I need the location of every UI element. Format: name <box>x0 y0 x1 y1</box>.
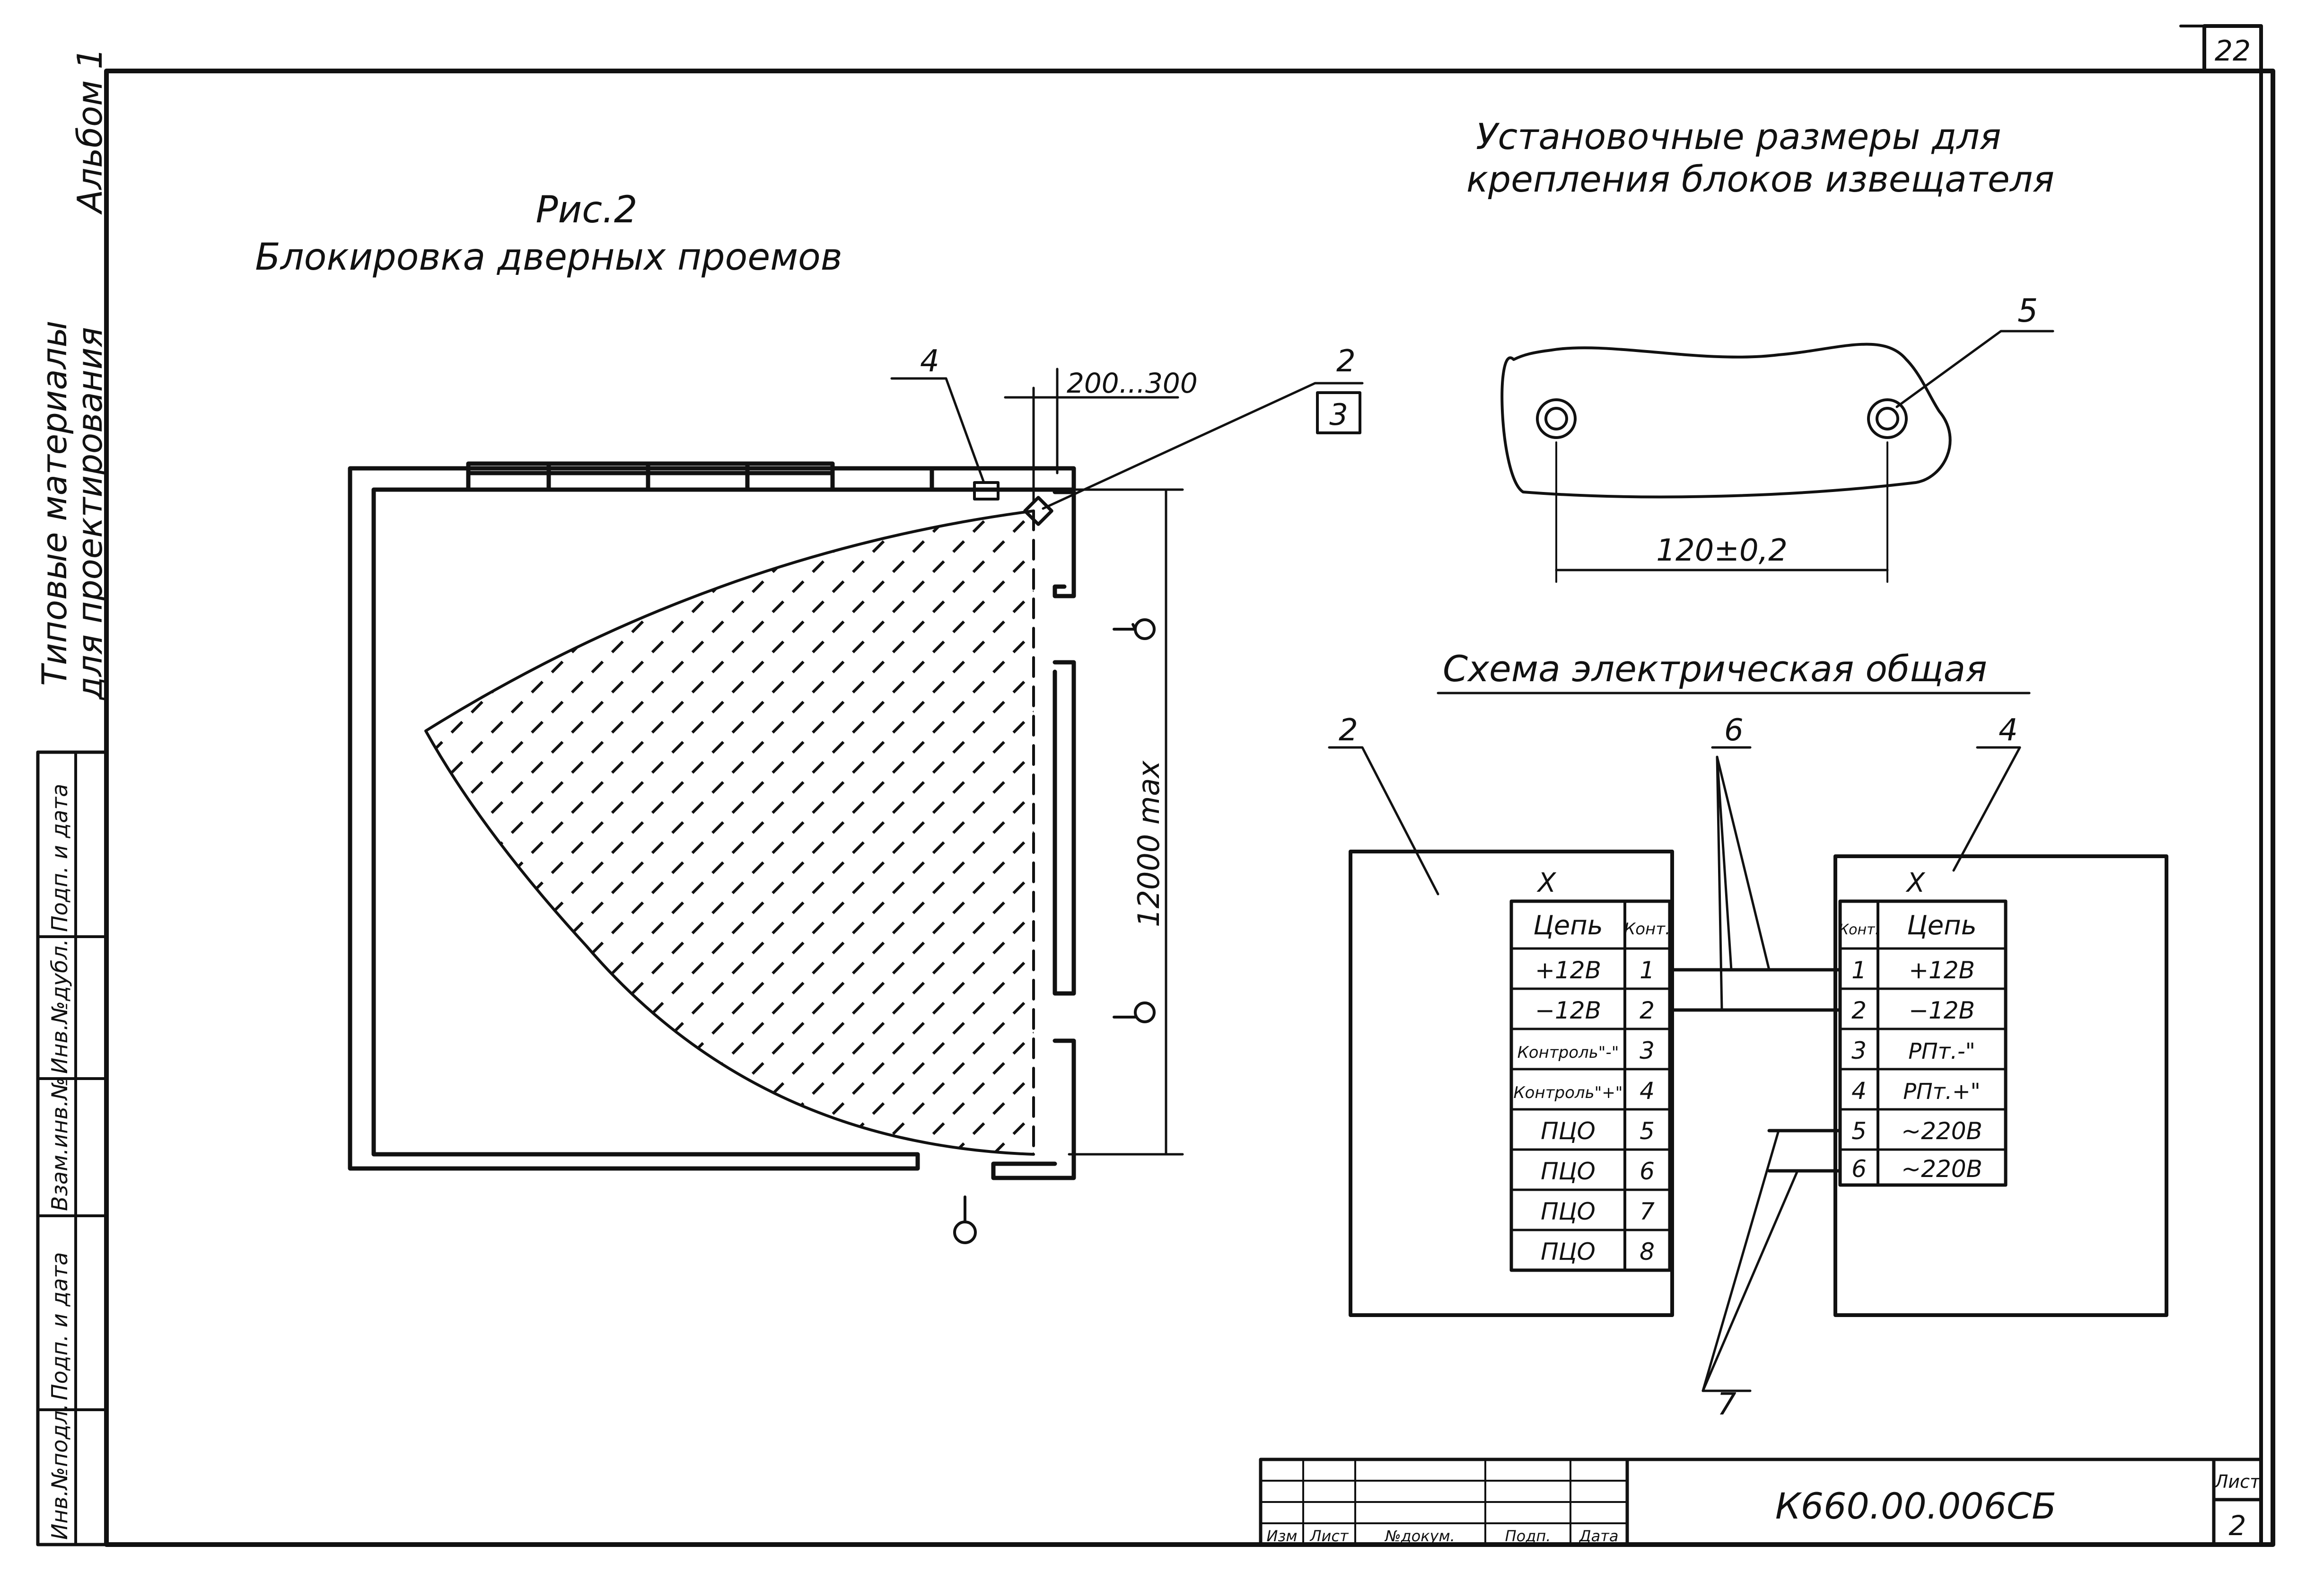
left-row-6-contact: 6 <box>1640 1158 1655 1185</box>
block-2-outline <box>1349 850 1674 1317</box>
mount-hole-left <box>1536 398 1577 583</box>
stamp-label-podp-data-2: Подп. и дата <box>47 784 72 932</box>
left-header-chain: Цепь <box>1533 910 1603 941</box>
callout-7-leaders <box>1701 1129 1799 1392</box>
detection-zone <box>426 511 1034 1154</box>
left-row-4-chain: Контроль"+" <box>1514 1083 1623 1102</box>
right-connector-x: X <box>1905 868 1926 898</box>
callout-6-label: 6 <box>1724 713 1744 748</box>
tb-col-podp: Подп. <box>1505 1527 1551 1545</box>
callout-3-label: 3 <box>1329 397 1348 432</box>
left-row-4-contact: 4 <box>1640 1077 1655 1105</box>
left-row-8-chain: ПЦО <box>1541 1238 1596 1265</box>
right-row-6-contact: 6 <box>1851 1155 1867 1183</box>
document-code: К660.00.006СБ <box>1775 1485 2056 1527</box>
door-contact-1 <box>1113 618 1156 640</box>
side-caption-line2: для проектирования <box>70 327 110 701</box>
left-row-2-chain: −12В <box>1535 997 1601 1024</box>
left-connector-table <box>1509 899 1672 1272</box>
left-row-3-chain: Контроль"-" <box>1517 1043 1619 1062</box>
fig2-title: Блокировка дверных проемов <box>255 236 842 279</box>
right-row-5-chain: ~220В <box>1901 1117 1982 1145</box>
wires-6 <box>1668 968 1842 1012</box>
left-row-5-chain: ПЦО <box>1541 1117 1596 1145</box>
callout-2b-label: 2 <box>1339 713 1358 748</box>
left-row-2-contact: 2 <box>1640 997 1655 1024</box>
right-row-3-contact: 3 <box>1851 1037 1867 1064</box>
album-caption: Альбом 1 <box>70 48 110 215</box>
callout-3-box <box>1316 391 1361 434</box>
sensor-2-symbol <box>1023 496 1053 526</box>
margin-stamp <box>36 750 108 1546</box>
callout-2b-leader <box>1328 746 1439 896</box>
tb-col-izm: Изм <box>1266 1527 1297 1545</box>
dim-offset <box>1004 368 1179 503</box>
right-row-5-contact: 5 <box>1851 1117 1867 1145</box>
callout-7-label: 7 <box>1717 1387 1736 1422</box>
dim-range-label: 12000 max <box>1131 760 1166 927</box>
mount-dim-label: 120±0,2 <box>1656 533 1788 568</box>
right-row-4-contact: 4 <box>1851 1077 1867 1105</box>
right-row-4-chain: РПт.+" <box>1903 1079 1980 1104</box>
left-row-1-chain: +12В <box>1535 957 1601 984</box>
callout-6-leaders <box>1711 746 1771 1011</box>
mount-title-line2: крепления блоков извещателя <box>1466 158 2054 200</box>
stamp-label-podp-data-1: Подп. и дата <box>47 1252 72 1400</box>
left-row-1-contact: 1 <box>1640 957 1655 984</box>
callout-4-label: 4 <box>920 344 939 379</box>
mount-hole-right <box>1867 398 1908 583</box>
right-row-2-contact: 2 <box>1851 997 1867 1024</box>
dim-offset-label: 200...300 <box>1067 367 1198 399</box>
sheet-number: 2 <box>2229 1510 2246 1542</box>
callout-2-label: 2 <box>1336 344 1356 379</box>
right-header-chain: Цепь <box>1907 910 1977 941</box>
left-row-5-contact: 5 <box>1640 1117 1655 1145</box>
callout-4b-label: 4 <box>1999 713 2018 748</box>
right-row-6-chain: ~220В <box>1901 1155 1982 1183</box>
callout-5-leader <box>1895 330 2054 408</box>
door-contact-3 <box>953 1195 977 1244</box>
block-4-outline <box>1833 854 2168 1317</box>
right-connector-table <box>1838 899 2008 1187</box>
dim-range <box>1068 488 1184 1156</box>
side-caption-line1: Типовые материалы <box>35 320 74 686</box>
left-row-3-contact: 3 <box>1640 1037 1655 1064</box>
mount-title-line1: Установочные размеры для <box>1476 115 2001 158</box>
right-row-1-chain: +12В <box>1909 957 1975 984</box>
sheet-corner-number: 22 <box>2215 35 2251 68</box>
left-connector-x: X <box>1536 868 1557 898</box>
callout-4-leader <box>890 377 985 484</box>
sheet-label: Лист <box>2214 1471 2261 1492</box>
left-row-7-contact: 7 <box>1640 1198 1655 1225</box>
tb-col-dokum: №докум. <box>1384 1527 1455 1545</box>
stamp-label-inv-dubl: Инв.№дубл. <box>47 939 72 1074</box>
left-row-7-chain: ПЦО <box>1541 1198 1596 1225</box>
room-walls <box>348 461 1076 1180</box>
stamp-label-vzam-inv: Взам.инв.№ <box>47 1077 72 1211</box>
title-block <box>1259 1458 2263 1546</box>
right-header-contact: Конт. <box>1839 922 1879 938</box>
door-contact-2 <box>1113 1001 1156 1023</box>
right-row-2-chain: −12В <box>1909 997 1975 1024</box>
callout-5-label: 5 <box>2017 292 2038 330</box>
scheme-title: Схема электрическая общая <box>1443 648 1987 690</box>
left-row-8-contact: 8 <box>1640 1238 1655 1265</box>
stamp-label-inv-podl: Инв.№подл. <box>47 1404 72 1540</box>
wires-7 <box>1767 1129 1842 1173</box>
unit-4-symbol <box>973 481 1000 501</box>
fig2-label: Рис.2 <box>535 189 637 231</box>
mount-plate-outline <box>1500 343 1952 499</box>
left-header-contact: Конт. <box>1624 920 1670 939</box>
left-row-6-chain: ПЦО <box>1541 1158 1596 1185</box>
tb-col-data: Дата <box>1579 1527 1619 1545</box>
callout-2-leader <box>1042 382 1364 510</box>
detection-zone-edge <box>424 509 1035 1156</box>
right-row-3-chain: РПт.-" <box>1908 1038 1975 1064</box>
tb-col-list: Лист <box>1309 1527 1349 1545</box>
right-row-1-contact: 1 <box>1851 957 1867 984</box>
callout-4b-leader <box>1952 746 2021 872</box>
